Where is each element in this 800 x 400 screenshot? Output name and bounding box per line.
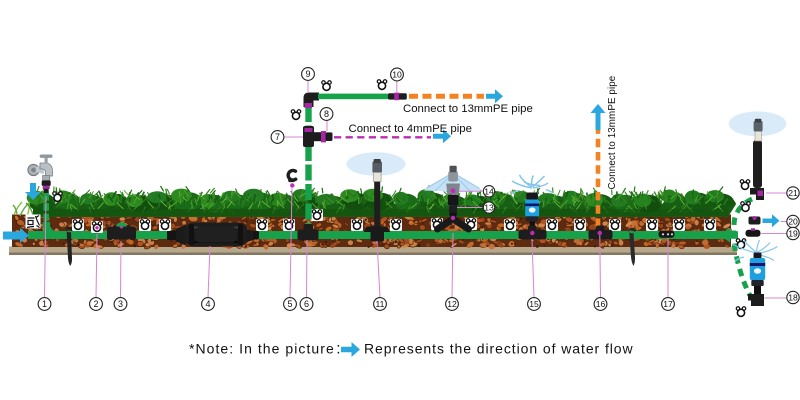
svg-text:8: 8 xyxy=(324,109,329,119)
svg-text:11: 11 xyxy=(376,299,385,309)
svg-text:13: 13 xyxy=(484,203,494,213)
svg-text:16: 16 xyxy=(596,299,606,309)
svg-text:5: 5 xyxy=(287,299,292,309)
svg-text:4: 4 xyxy=(205,299,210,309)
svg-text:Connect to 13mmPE pipe: Connect to 13mmPE pipe xyxy=(403,103,533,115)
svg-text:19: 19 xyxy=(788,229,798,239)
svg-text:1: 1 xyxy=(42,299,47,309)
svg-text:Connect to 4mmPE pipe: Connect to 4mmPE pipe xyxy=(349,123,472,135)
svg-text:6: 6 xyxy=(304,299,309,309)
svg-text:12: 12 xyxy=(447,299,457,309)
svg-text:17: 17 xyxy=(663,299,673,309)
svg-text:21: 21 xyxy=(788,188,798,198)
svg-text:Connect to 13mmPE pipe: Connect to 13mmPE pipe xyxy=(607,75,618,189)
svg-text:20: 20 xyxy=(788,217,798,227)
svg-text:Represents the direction of wa: Represents the direction of water flow xyxy=(364,341,634,357)
svg-text:9: 9 xyxy=(305,69,310,79)
svg-text:10: 10 xyxy=(392,70,402,80)
svg-text:18: 18 xyxy=(788,293,798,303)
svg-text:14: 14 xyxy=(484,186,494,196)
svg-text:15: 15 xyxy=(529,299,539,309)
svg-text:3: 3 xyxy=(118,299,123,309)
svg-text:2: 2 xyxy=(93,299,98,309)
svg-text:7: 7 xyxy=(275,132,280,142)
svg-text:*Note: In the picture:: *Note: In the picture: xyxy=(189,341,342,358)
